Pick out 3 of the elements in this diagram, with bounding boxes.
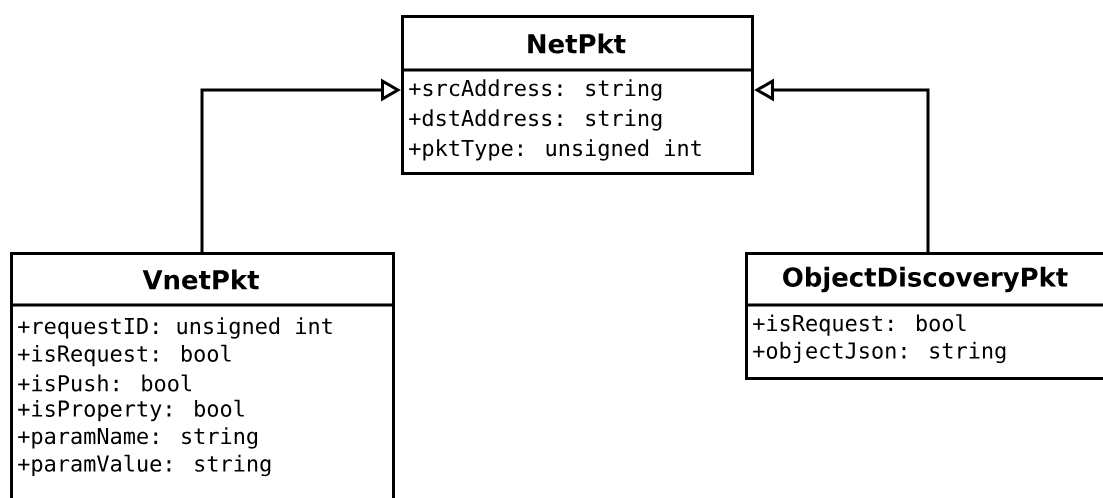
class-box: NetPkt +srcAddress: string +dstAddress: string +pktType: unsigned int	[401, 15, 754, 175]
class-box: ObjectDiscoveryPkt +isRequest: bool +objectJson: string	[745, 252, 1103, 380]
class-box: VnetPkt +requestID: unsigned int +isRequest: bool +isPush: bool +isProperty: bool +paramName: string +paramValue: string	[10, 252, 395, 498]
